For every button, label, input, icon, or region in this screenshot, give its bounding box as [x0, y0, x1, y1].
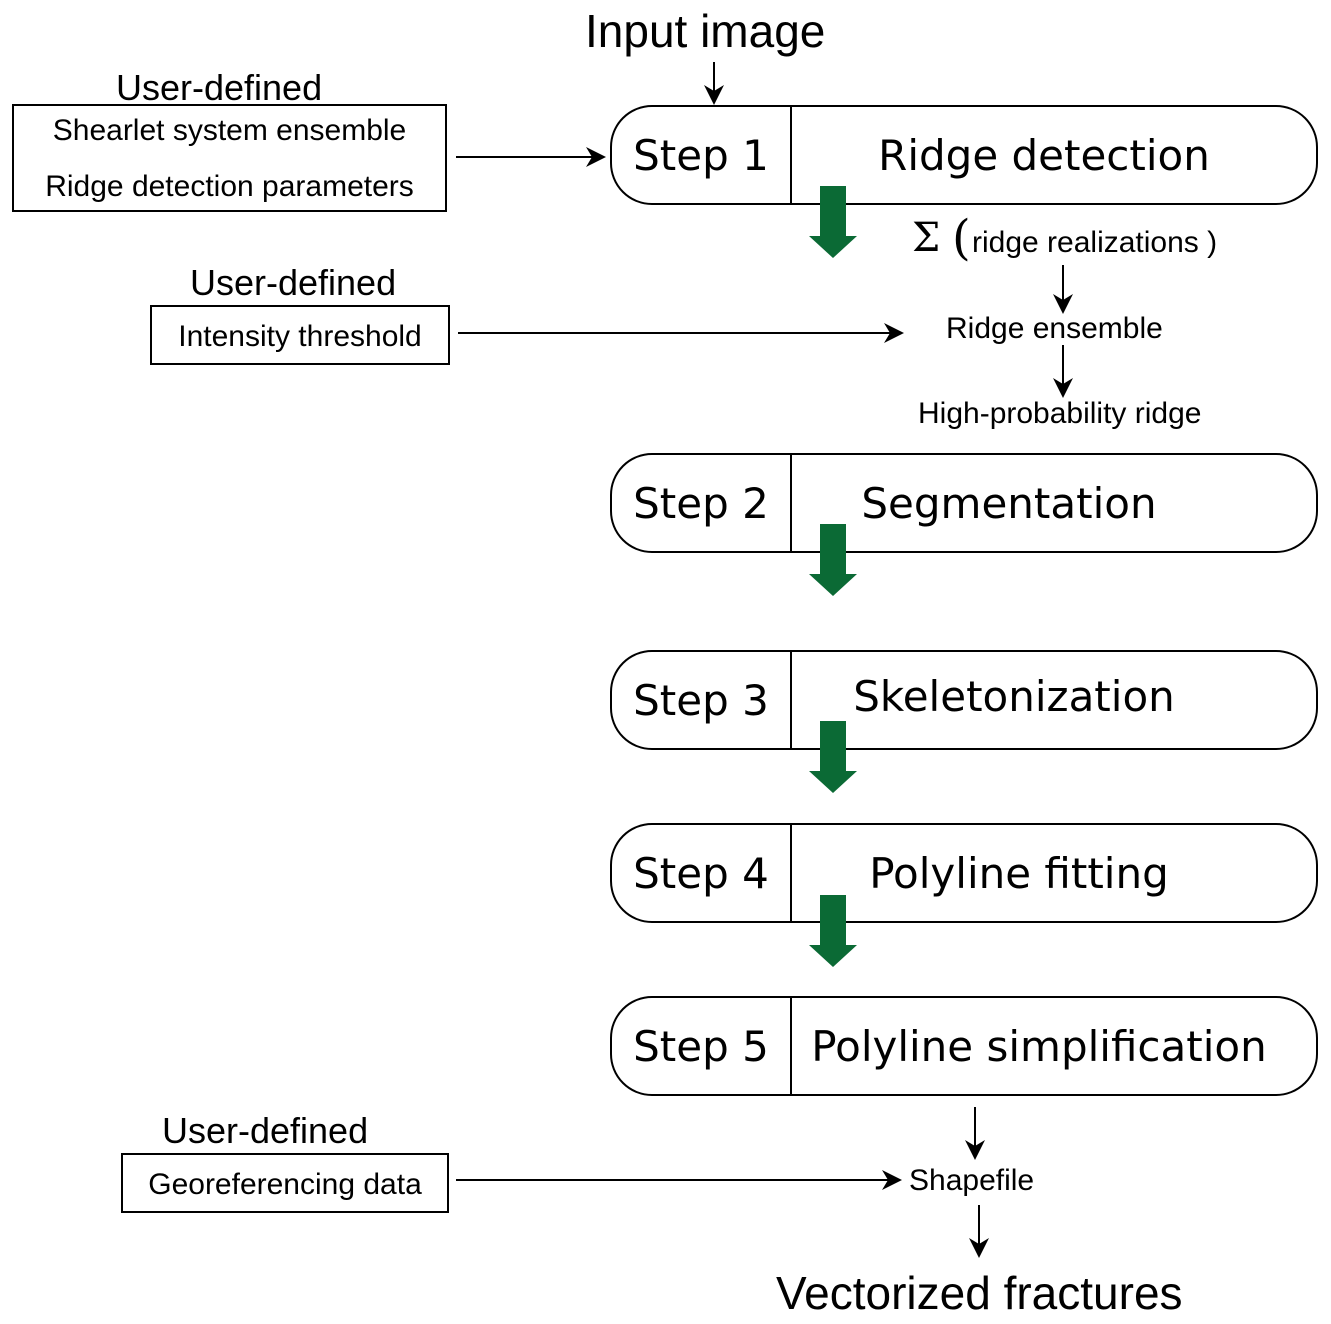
ridge-realizations-label: ridge realizations ) — [972, 226, 1218, 259]
step-5-divider — [790, 998, 792, 1094]
sigma-symbol: Σ — [912, 215, 941, 261]
georeferencing-data-label: Georeferencing data — [148, 1168, 422, 1201]
shearlet-system-ensemble-label: Shearlet system ensemble — [52, 114, 407, 147]
step-3-label: Step 3 — [633, 675, 769, 725]
input-image-label: Input image — [585, 5, 826, 57]
flow-arrow-step1 — [809, 186, 857, 258]
step-2-title: Segmentation — [861, 478, 1157, 528]
step-2-box: Step 2 Segmentation — [610, 453, 1318, 553]
step-4-label: Step 4 — [633, 848, 769, 898]
ridge-ensemble-label: Ridge ensemble — [946, 312, 1163, 345]
user-defined-heading-3: User-defined — [162, 1110, 369, 1151]
step-3-box: Step 3 Skeletonization — [610, 650, 1318, 750]
intensity-threshold-label: Intensity threshold — [178, 320, 422, 353]
open-paren: ( — [952, 210, 971, 266]
user-defined-heading-2: User-defined — [190, 262, 397, 303]
step-1-title: Ridge detection — [878, 130, 1210, 180]
step-4-divider — [790, 825, 792, 921]
step-3-divider — [790, 652, 792, 748]
high-probability-ridge-label: High-probability ridge — [918, 397, 1202, 430]
user-defined-heading-1: User-defined — [116, 67, 323, 108]
step-2-label: Step 2 — [633, 478, 769, 528]
step-3-title: Skeletonization — [853, 671, 1175, 721]
step-4-box: Step 4 Polyline fitting — [610, 823, 1318, 923]
step-2-divider — [790, 455, 792, 551]
flow-arrow-step4 — [809, 895, 857, 967]
shearlet-params-box: Shearlet system ensemble Ridge detection… — [12, 104, 447, 212]
flow-arrow-step3 — [809, 721, 857, 793]
ridge-detection-params-label: Ridge detection parameters — [45, 170, 414, 203]
step-1-label: Step 1 — [633, 130, 769, 180]
georeferencing-box: Georeferencing data — [121, 1153, 449, 1213]
step-5-label: Step 5 — [633, 1021, 769, 1071]
step-4-title: Polyline fitting — [869, 848, 1169, 898]
step-5-box: Step 5 Polyline simplification — [610, 996, 1318, 1096]
shapefile-label: Shapefile — [909, 1164, 1035, 1197]
intensity-threshold-box: Intensity threshold — [150, 305, 450, 365]
flow-arrow-step2 — [809, 524, 857, 596]
step-5-title: Polyline simplification — [811, 1021, 1267, 1071]
vectorized-fractures-label: Vectorized fractures — [776, 1267, 1183, 1319]
step-1-divider — [790, 107, 792, 203]
step-1-box: Step 1 Ridge detection — [610, 105, 1318, 205]
